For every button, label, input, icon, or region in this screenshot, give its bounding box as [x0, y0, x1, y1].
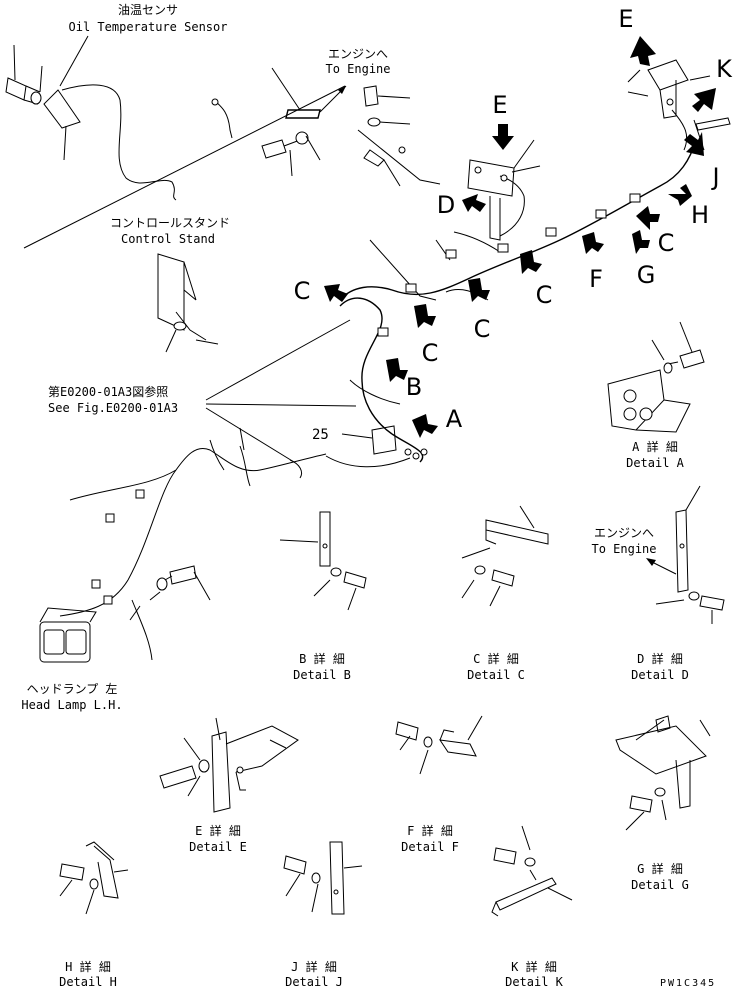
- detail-f-title-jp: F 詳 細: [407, 824, 453, 838]
- control-stand-bracket: [157, 253, 219, 353]
- detail-a-title-jp: A 詳 細: [632, 440, 678, 454]
- detail-b-title-jp: B 詳 細: [299, 652, 345, 666]
- detail-h-drawing: [59, 841, 129, 915]
- detail-d-to-engine-jp: エンジンへ: [593, 526, 655, 540]
- detail-a-drawing: [607, 321, 705, 433]
- to-engine-label-en: To Engine: [325, 62, 391, 76]
- detail-b-title-en: Detail B: [293, 668, 351, 682]
- see-fig-label-jp: 第E0200-01A3図参照: [48, 385, 169, 399]
- detail-d-title-en: Detail D: [631, 668, 689, 682]
- part-number-25: 25: [312, 427, 329, 443]
- detail-g-title-jp: G 詳 細: [637, 862, 683, 876]
- callout-letter-g: G: [636, 261, 656, 289]
- main-harness: [325, 139, 697, 468]
- oil-sensor-label-jp: 油温センサ: [117, 3, 179, 17]
- callout-letter-h: H: [690, 201, 710, 229]
- head-lamp-label-en: Head Lamp L.H.: [21, 698, 123, 712]
- detail-d-to-engine-en: To Engine: [591, 542, 657, 556]
- callout-letter-c-right: C: [657, 229, 675, 257]
- callout-letter-f: F: [589, 265, 603, 293]
- detail-f-title-en: Detail F: [401, 840, 459, 854]
- detail-g-title-en: Detail G: [631, 878, 689, 892]
- oil-sensor-assembly: [5, 35, 347, 249]
- detail-k-title-jp: K 詳 細: [511, 960, 557, 974]
- detail-c-title-jp: C 詳 細: [473, 652, 519, 666]
- detail-j-title-en: Detail J: [285, 975, 343, 989]
- detail-f-drawing: [395, 715, 483, 775]
- bracket-a-center: [341, 425, 428, 460]
- see-fig-label-en: See Fig.E0200-01A3: [48, 401, 179, 415]
- callout-letter-k: K: [716, 55, 732, 83]
- detail-e-title-en: Detail E: [189, 840, 247, 854]
- detail-d-drawing: [646, 485, 725, 624]
- callout-letter-a: A: [445, 405, 463, 433]
- detail-h-title-jp: H 詳 細: [65, 960, 111, 974]
- detail-a-title-en: Detail A: [626, 456, 684, 470]
- detail-k-drawing: [491, 825, 573, 917]
- to-engine-label-jp: エンジンへ: [327, 47, 389, 61]
- bracket-e-top-right: [627, 59, 731, 151]
- detail-c-drawing: [461, 505, 549, 607]
- control-stand-label-jp: コントロールスタンド: [109, 216, 231, 230]
- callout-letter-d: D: [436, 191, 456, 219]
- head-lamp-label-jp: ヘッドランプ 左: [26, 682, 118, 696]
- callout-letter-e-top: E: [618, 5, 634, 33]
- detail-h-title-en: Detail H: [59, 975, 117, 989]
- callout-letter-e-center: E: [492, 91, 508, 119]
- detail-c-title-en: Detail C: [467, 668, 525, 682]
- bracket-e-center: [467, 139, 541, 241]
- callout-letter-c-mid: C: [535, 281, 553, 309]
- detail-j-drawing: [283, 841, 363, 915]
- drawing-code: PW1C345: [660, 978, 717, 989]
- callout-letter-c-left: C: [293, 277, 311, 305]
- detail-e-title-jp: E 詳 細: [195, 824, 241, 838]
- oil-sensor-label-en: Oil Temperature Sensor: [68, 20, 228, 34]
- hardware-top-center: [261, 85, 441, 187]
- head-lamp-harness: [59, 439, 327, 661]
- callout-arrows: [324, 36, 716, 438]
- callout-letter-b: B: [405, 373, 423, 401]
- detail-d-title-jp: D 詳 細: [637, 652, 683, 666]
- reference-leader-lines: [205, 319, 357, 463]
- detail-j-title-jp: J 詳 細: [291, 960, 337, 974]
- head-lamp-icon: [39, 607, 97, 663]
- callout-letter-c-lower: C: [421, 339, 439, 367]
- detail-g-drawing: [615, 715, 711, 831]
- detail-b-drawing: [279, 511, 367, 611]
- detail-e-drawing: [159, 717, 299, 813]
- callout-letter-j: J: [712, 163, 720, 191]
- control-stand-label-en: Control Stand: [121, 232, 215, 246]
- detail-k-title-en: Detail K: [505, 975, 563, 989]
- callout-letter-c-center: C: [473, 315, 491, 343]
